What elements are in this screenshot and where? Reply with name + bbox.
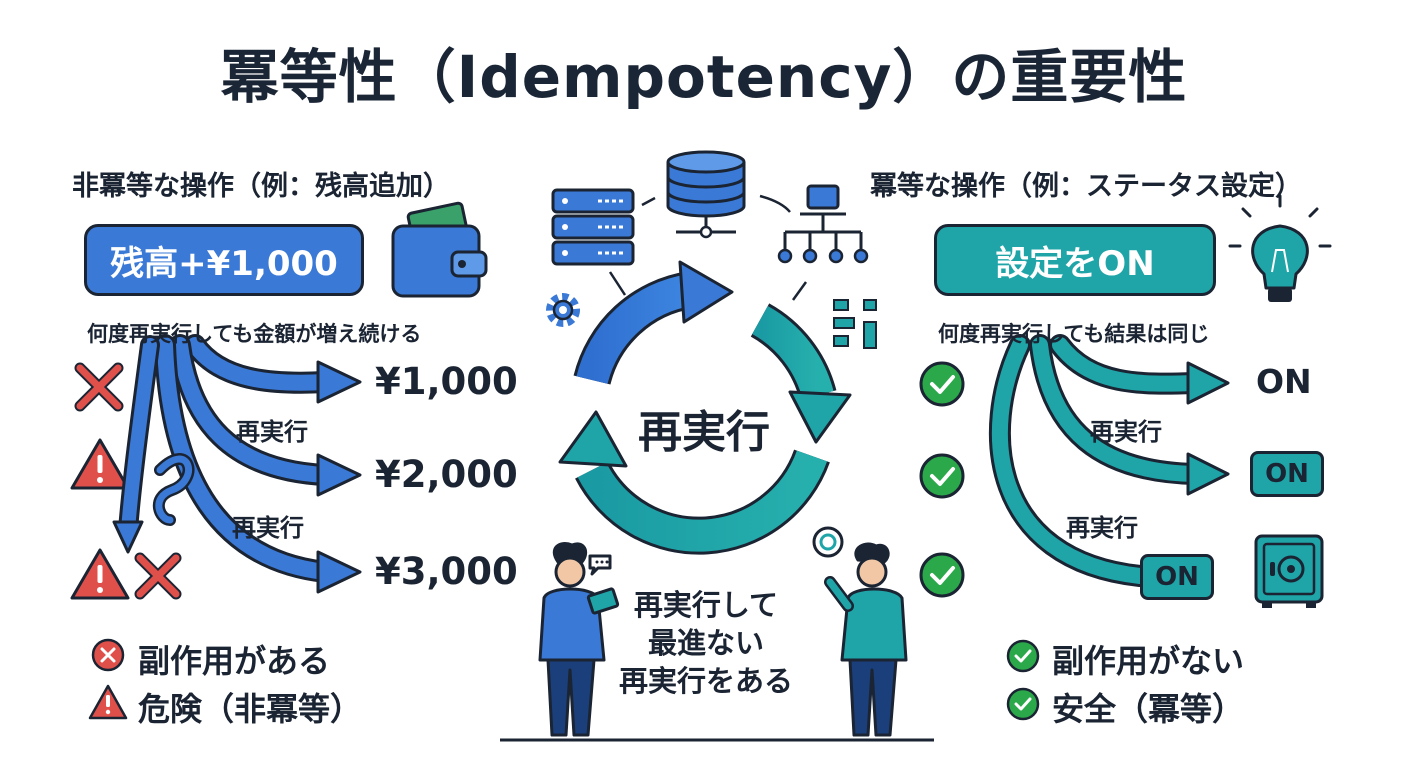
- right-value-3: ON: [1140, 554, 1214, 600]
- left-value-1: ¥1,000: [375, 360, 518, 403]
- x-mark-icon: [74, 362, 124, 412]
- page-title: 冪等性（Idempotency）の重要性: [220, 43, 1188, 111]
- x-circle-icon: [91, 638, 125, 672]
- right-note: 何度再実行しても結果は同じ: [938, 322, 1210, 346]
- left-value-3: ¥3,000: [375, 550, 518, 593]
- wallet-icon: [391, 201, 488, 298]
- center-caption-line-1: 再実行して: [633, 588, 779, 622]
- database-icon: [666, 150, 746, 239]
- check-circle-icon: [919, 552, 965, 598]
- left-legend-danger: 危険（非冪等）: [138, 690, 363, 728]
- check-circle-icon: [919, 361, 965, 407]
- warning-icon: [70, 438, 130, 490]
- left-note: 何度再実行しても金額が増え続ける: [87, 322, 422, 346]
- check-circle-icon: [919, 453, 965, 499]
- check-circle-icon: [1006, 687, 1040, 721]
- cycle-arrows-icon: [558, 260, 852, 555]
- cycle-label: 再実行: [638, 407, 770, 458]
- left-retry-label-1: 再実行: [236, 418, 308, 446]
- server-rack-icon: [551, 188, 635, 266]
- left-heading: 非冪等な操作（例：残高追加）: [72, 171, 450, 202]
- person-pointing-icon: [812, 526, 908, 737]
- right-arrow-heads: [1186, 361, 1230, 496]
- right-retry-label-1: 再実行: [1090, 418, 1162, 446]
- center-caption: 再実行して 最進ない 再実行をある: [602, 586, 810, 700]
- left-value-2: ¥2,000: [375, 453, 518, 496]
- right-retry-label-2: 再実行: [1066, 514, 1138, 542]
- right-legend-safe: 安全（冪等）: [1052, 690, 1245, 728]
- flowchart-icon: [833, 299, 877, 349]
- right-value-2: ON: [1250, 451, 1324, 497]
- set-on-button: 設定をON: [934, 224, 1216, 296]
- left-arrow-heads: [112, 360, 362, 594]
- warning-icon: [70, 548, 130, 600]
- right-flow-arrows: [988, 334, 1206, 587]
- left-retry-label-2: 再実行: [232, 514, 304, 542]
- safe-icon: [1254, 534, 1324, 608]
- check-circle-icon: [1006, 639, 1040, 673]
- add-balance-button: 残高+¥1,000: [84, 224, 364, 296]
- center-caption-line-3: 再実行をある: [618, 664, 793, 698]
- network-icon: [777, 184, 869, 264]
- light-bulb-icon: [1228, 194, 1332, 302]
- left-legend-side-effect: 副作用がある: [138, 642, 331, 680]
- person-with-tablet-icon: [538, 542, 620, 737]
- x-mark-icon: [134, 552, 182, 600]
- gear-icon: [546, 293, 580, 327]
- warning-icon: [88, 684, 128, 720]
- center-caption-line-2: 最進ない: [647, 626, 764, 660]
- right-heading: 冪等な操作（例：ステータス設定）: [870, 171, 1302, 202]
- right-legend-no-side-effect: 副作用がない: [1052, 642, 1245, 680]
- right-value-1: ON: [1256, 362, 1312, 401]
- left-flow-arrows: [118, 334, 336, 583]
- connector-lines: [608, 194, 808, 301]
